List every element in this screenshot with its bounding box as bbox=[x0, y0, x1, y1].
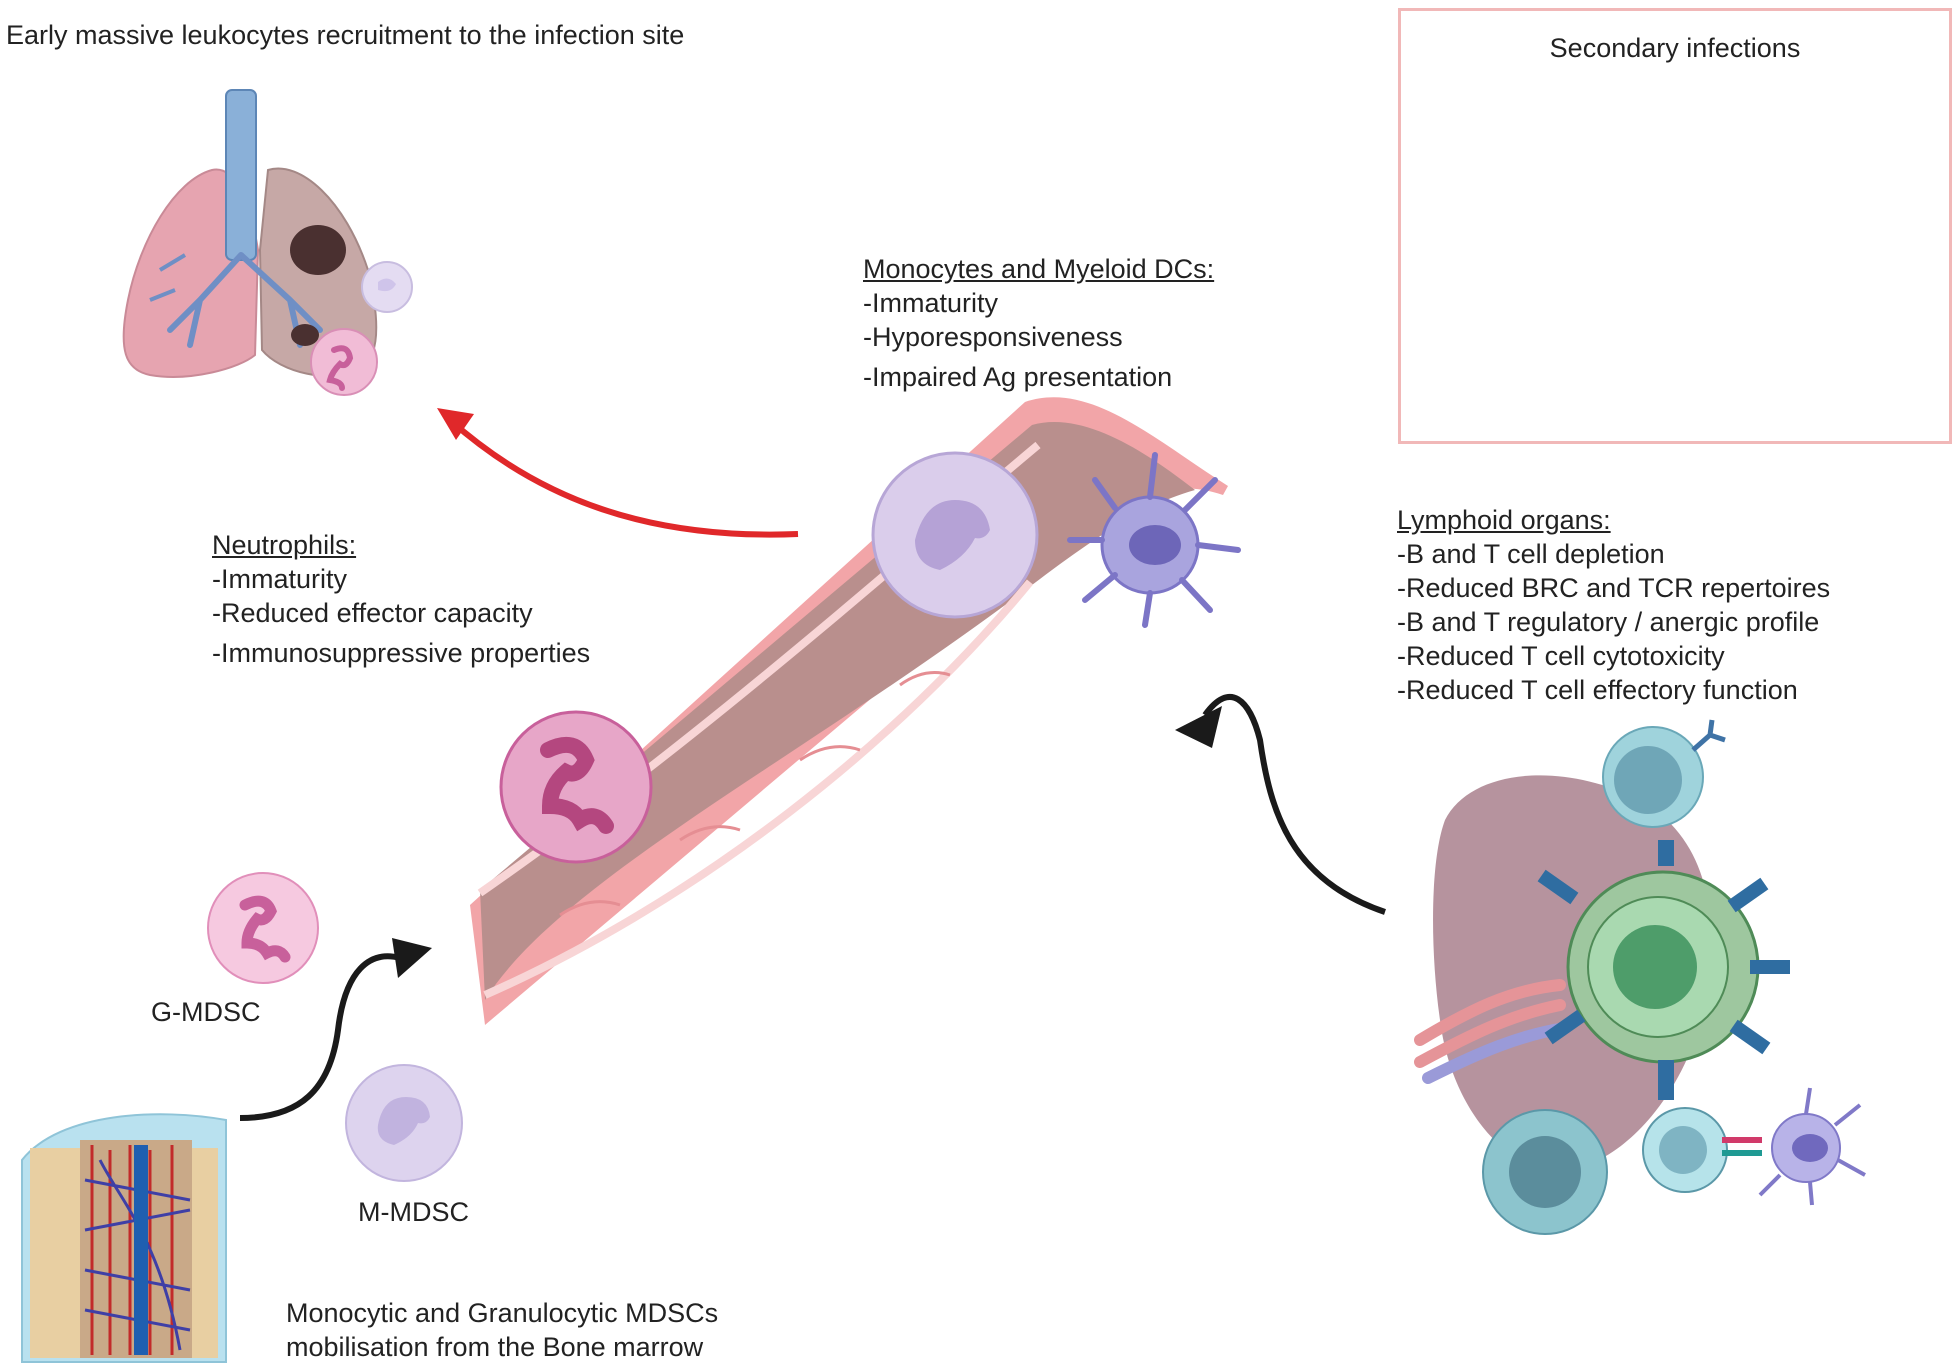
red-arrow-to-lungs bbox=[448, 417, 799, 538]
secondary-infections-box: Secondary infections bbox=[1398, 8, 1952, 444]
neutrophil-cell bbox=[499, 710, 653, 864]
lymphoid-item: -Reduced T cell effectory function bbox=[1397, 675, 1798, 705]
bone-marrow-caption: Monocytic and Granulocytic MDSCs mobilis… bbox=[286, 1296, 718, 1364]
monocytes-item: -Hyporesponsiveness bbox=[863, 322, 1123, 352]
lymphoid-text-block: Lymphoid organs: -B and T cell depletion… bbox=[1397, 503, 1830, 707]
lungs-illustration bbox=[122, 89, 413, 396]
lymphoid-item: -B and T cell depletion bbox=[1397, 539, 1665, 569]
neutrophils-item: -Immunosuppressive properties bbox=[212, 638, 591, 668]
monocytes-text-block: Monocytes and Myeloid DCs: -Immaturity -… bbox=[863, 252, 1214, 394]
monocytes-item: -Impaired Ag presentation bbox=[863, 362, 1173, 392]
neutrophils-text-block: Neutrophils: -Immaturity -Reduced effect… bbox=[212, 528, 590, 670]
m-mdsc-label: M-MDSC bbox=[358, 1197, 469, 1227]
m-mdsc-cell bbox=[345, 1064, 463, 1182]
lymphoid-heading: Lymphoid organs: bbox=[1397, 505, 1611, 535]
dendritic-cell bbox=[1067, 452, 1241, 628]
neutrophils-heading: Neutrophils: bbox=[212, 530, 357, 560]
bone-marrow-illustration bbox=[21, 1113, 227, 1363]
neutrophils-item: -Reduced effector capacity bbox=[212, 598, 533, 628]
bone-marrow-caption-line: Monocytic and Granulocytic MDSCs bbox=[286, 1298, 719, 1328]
secondary-infections-title: Secondary infections bbox=[1549, 33, 1801, 63]
monocyte-cell bbox=[871, 451, 1039, 619]
lymphoid-item: -B and T regulatory / anergic profile bbox=[1397, 607, 1820, 637]
g-mdsc-label: G-MDSC bbox=[151, 997, 261, 1027]
lymphoid-item: -Reduced BRC and TCR repertoires bbox=[1397, 573, 1831, 603]
bone-marrow-caption-line: mobilisation from the Bone marrow bbox=[286, 1332, 704, 1362]
g-mdsc-cell bbox=[207, 872, 319, 984]
monocytes-item: -Immaturity bbox=[863, 288, 998, 318]
top-left-caption: Early massive leukocytes recruitment to … bbox=[6, 20, 685, 50]
neutrophils-item: -Immaturity bbox=[212, 564, 347, 594]
lymphoid-item: -Reduced T cell cytotoxicity bbox=[1397, 641, 1725, 671]
black-arrow-from-bone-marrow bbox=[239, 953, 401, 1121]
monocytes-heading: Monocytes and Myeloid DCs: bbox=[863, 254, 1215, 284]
lymphoid-organ-illustration bbox=[1414, 719, 1866, 1235]
black-arrow-from-lymphoid bbox=[1202, 693, 1386, 915]
